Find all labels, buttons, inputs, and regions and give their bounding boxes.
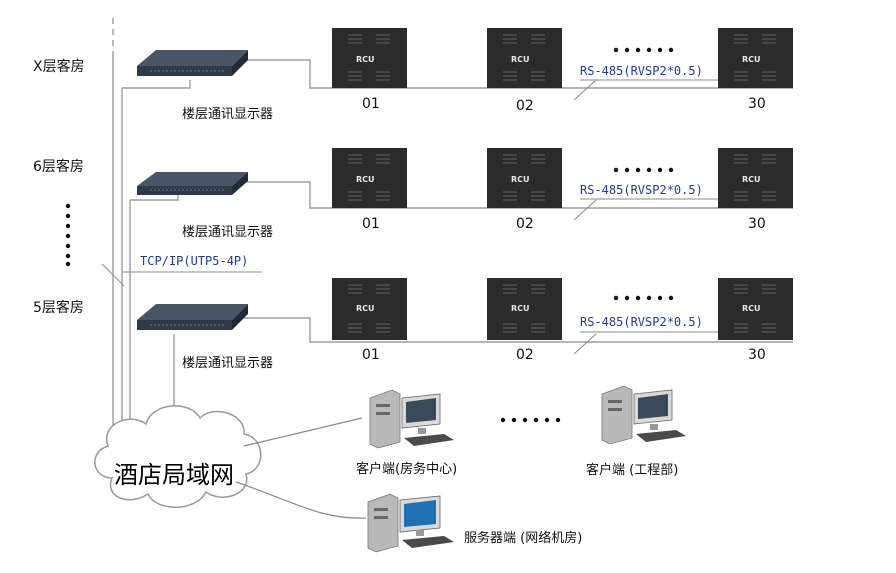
connector-6	[130, 194, 179, 201]
rs485-label-x: RS-485(RVSP2*0.5)	[580, 64, 703, 78]
rcu-text: RCU	[511, 175, 530, 184]
rcu-text: RCU	[356, 175, 375, 184]
rcu-number-30: 30	[748, 96, 766, 112]
rs485-bus	[240, 317, 793, 343]
floor-label-6: 6层客房	[33, 159, 84, 175]
rcu-number-30: 30	[748, 216, 766, 232]
client-front-desk-label: 客户端(房务中心)	[356, 462, 458, 477]
pc-engineering-icon	[601, 385, 686, 445]
display-label-6: 楼层通讯显示器	[182, 225, 274, 240]
rcu-box-01: RCU	[332, 278, 407, 340]
floor-6: RCU RCU RCU	[137, 148, 793, 221]
lan-link-client	[243, 417, 363, 447]
rcu-box-30: RCU	[718, 278, 793, 340]
rs485-marker	[573, 199, 597, 221]
pc-server-icon	[367, 493, 454, 553]
continuation-dots	[613, 167, 674, 173]
rcu-box-30: RCU	[718, 28, 793, 88]
rs485-marker	[573, 79, 597, 101]
rs485-label-6: RS-485(RVSP2*0.5)	[580, 183, 703, 197]
rcu-box-02: RCU	[487, 278, 562, 340]
tcp-ip-label: TCP/IP(UTP5-4P)	[140, 254, 249, 268]
rcu-text: RCU	[742, 304, 761, 313]
connector-x	[122, 80, 191, 89]
rs485-marker	[573, 333, 597, 355]
floor-display-device	[137, 50, 248, 76]
tcp-marker	[101, 263, 125, 287]
rcu-text: RCU	[511, 55, 530, 64]
floor-omission-dots	[65, 203, 71, 267]
clients-dots	[500, 417, 561, 423]
rcu-number-30: 30	[748, 347, 766, 363]
rcu-text: RCU	[742, 175, 761, 184]
floor-display-device	[137, 304, 248, 330]
rcu-number-02: 02	[516, 98, 534, 114]
rcu-box-02: RCU	[487, 28, 562, 88]
rcu-text: RCU	[356, 304, 375, 313]
server-label: 服务器端 (网络机房)	[464, 531, 583, 546]
rcu-text: RCU	[511, 304, 530, 313]
rcu-box-02: RCU	[487, 148, 562, 208]
rcu-number-02: 02	[516, 347, 534, 363]
floor-label-x: X层客房	[33, 59, 85, 75]
display-label-5: 楼层通讯显示器	[182, 356, 274, 371]
rcu-number-01: 01	[362, 216, 380, 232]
lan-link-server	[235, 481, 367, 519]
floor-label-5: 5层客房	[33, 300, 84, 316]
floor-x: RCU RCU RCU	[137, 28, 793, 101]
floor-display-device	[137, 172, 248, 195]
rcu-box-01: RCU	[332, 28, 407, 88]
rcu-number-01: 01	[362, 96, 380, 112]
rcu-number-01: 01	[362, 347, 380, 363]
rs485-label-5: RS-485(RVSP2*0.5)	[580, 315, 703, 329]
client-engineering-label: 客户端 (工程部)	[586, 463, 679, 478]
rcu-box-01: RCU	[332, 148, 407, 208]
lan-cloud	[94, 405, 262, 508]
rcu-text: RCU	[356, 55, 375, 64]
rcu-text: RCU	[742, 55, 761, 64]
continuation-dots	[613, 47, 674, 53]
floor-5: RCU RCU RCU	[137, 278, 793, 355]
rcu-number-02: 02	[516, 216, 534, 232]
pc-front-desk-icon	[369, 389, 454, 449]
display-label-x: 楼层通讯显示器	[182, 107, 274, 122]
rcu-box-30: RCU	[718, 148, 793, 208]
continuation-dots	[613, 295, 674, 301]
lan-label: 酒店局域网	[114, 461, 234, 489]
